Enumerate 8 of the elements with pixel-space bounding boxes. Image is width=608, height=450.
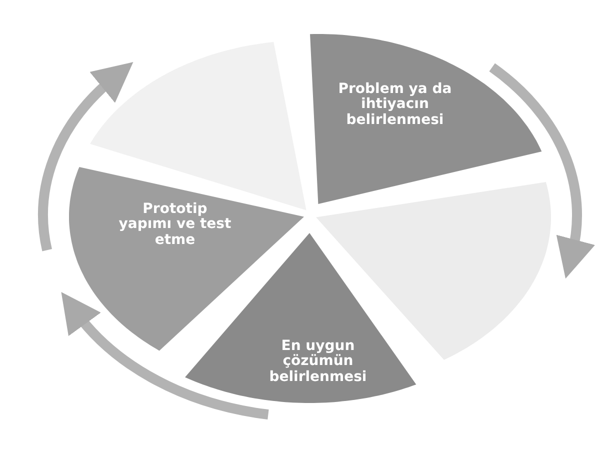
pie-segment <box>310 34 542 204</box>
segment-label: En uygun çözümün belirlenmesi <box>268 338 368 386</box>
curved-arrow <box>60 292 269 420</box>
curved-arrow <box>38 60 132 251</box>
pie-segment <box>69 167 304 351</box>
curved-arrow <box>488 63 594 280</box>
segment-label: Prototip yapımı ve test etme <box>118 202 232 248</box>
segment-label: Problem ya da ihtiyacın belirlenmesi <box>337 82 453 128</box>
